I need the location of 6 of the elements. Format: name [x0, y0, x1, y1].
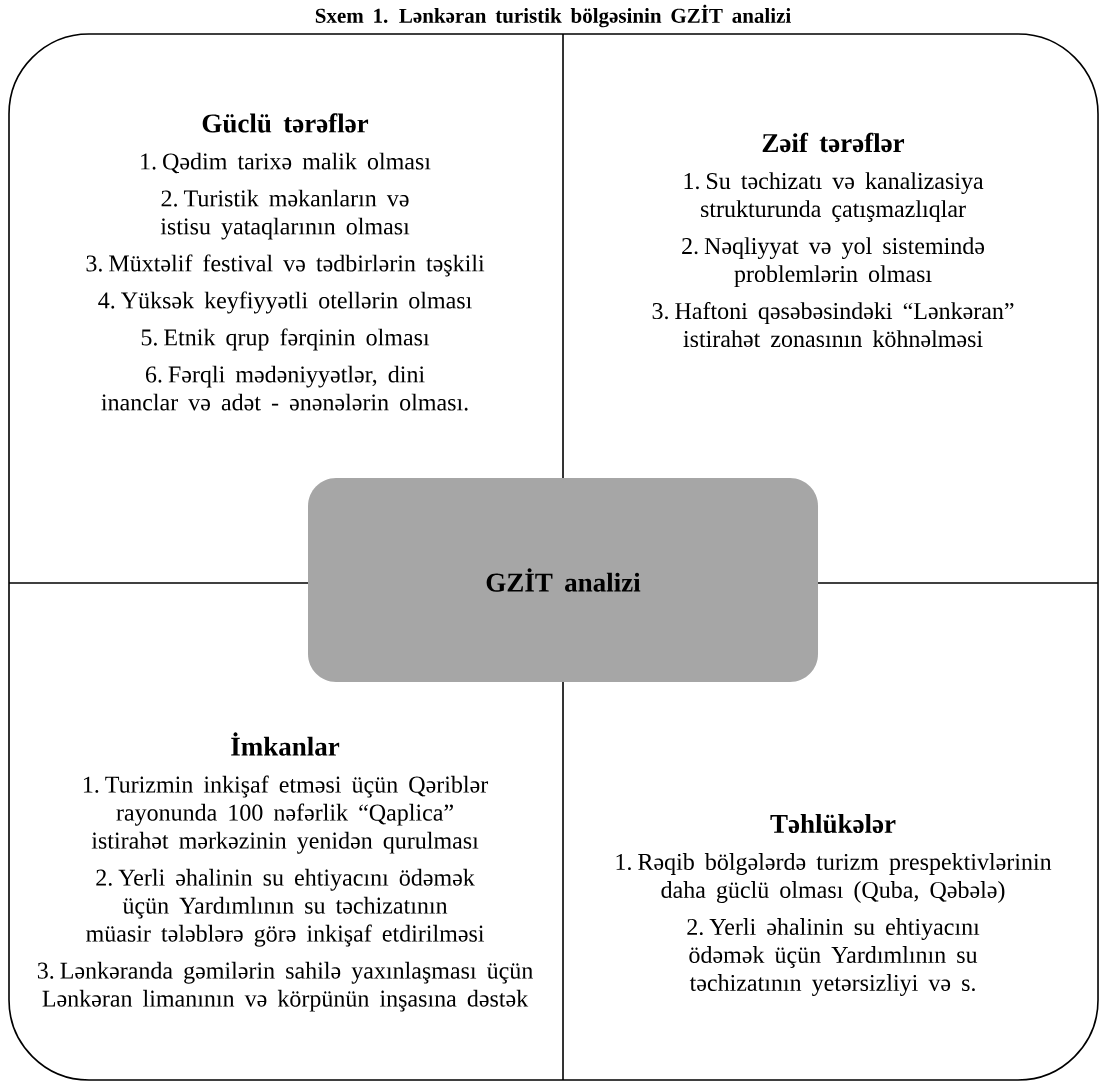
- title: Sxem 1. Lənkəran turistik bölgəsinin GZİT analizi: [315, 4, 791, 28]
- center-box: GZİT analizi: [308, 478, 818, 682]
- quadrant-text: Təhlükələr 1. Rəqib bölgələrdə turizm prespektivlərinin daha güclü olması (Quba, Qəbələ) 2. Yerli əhalinin su ehtiyacını ödəmək üçün Yardımlının su təchizatının yetərsizliyi və s.: [616, 814, 1052, 996]
- quadrant-text: Güclü tərəflər 1. Qədim tarixə malik olması 2. Turistik məkanların və istisu yataqlarının olması 3. Müxtəlif festival və tədbirlərin təşkili 4. Yüksək keyfiyyətli otellərin olması 5. Etnik qrup fərqinin olması 6. Fərqli mədəniyyətlər, dini inanclar və adət - ənənələrin olması.: [86, 113, 485, 411]
- quadrant-text: Zəif tərəflər 1. Su təchizatı və kanalizasiya strukturunda çatışmazlıqlar 2. Nəqliyyat və yol sistemində problemlərin olması 3. Haftoni qəsəbəsindəki “Lənkəran” istirahət zonasının köhnəlməsi: [652, 132, 1014, 348]
- quadrant-text: İmkanlar 1. Turizmin inkişaf etməsi üçün Qəriblər rayonunda 100 nəfərlik “Qaplica” istirahət mərkəzinin yenidən qurulması 2. Yerli əhalinin su ehtiyacını ödəmək üçün Yardımlının su təchizatının müasir tələblərə görə inkişaf etdirilməsi 3. Lənkəranda gəmilərin sahilə yaxınlaşması üçün Lənkəran limanının və körpünün inşasına dəstək: [37, 732, 533, 1012]
